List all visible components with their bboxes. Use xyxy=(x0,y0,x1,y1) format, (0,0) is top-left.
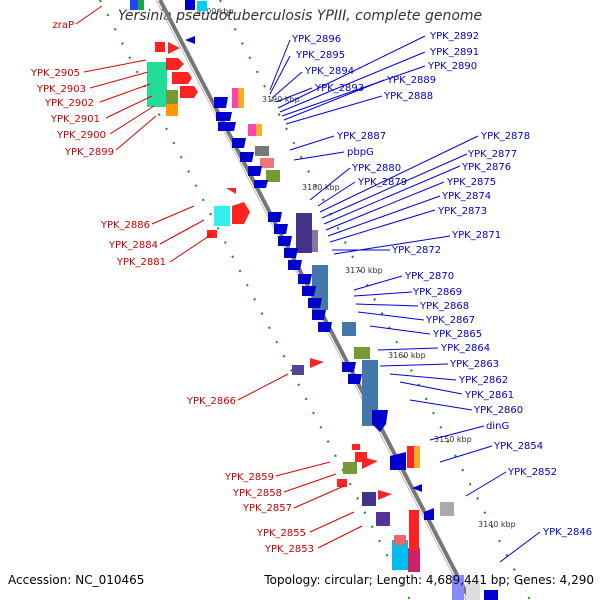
gene-label: YPK_2858 xyxy=(232,488,282,499)
gene-label: YPK_2864 xyxy=(440,343,490,354)
gene-label: YPK_2857 xyxy=(242,503,292,514)
kbp-label: 3160 kbp xyxy=(388,351,426,360)
forward-features xyxy=(185,0,498,600)
gene-label: YPK_2873 xyxy=(437,206,487,217)
gene-label: YPK_2853 xyxy=(264,544,314,555)
gene-label: YPK_2876 xyxy=(461,162,511,173)
gene-label: YPK_2899 xyxy=(64,147,114,158)
gene-label: YPK_2879 xyxy=(357,177,407,188)
gene-label: YPK_2863 xyxy=(449,359,499,370)
gene-label: YPK_2889 xyxy=(386,75,436,86)
kbp-label: 3200 kbp xyxy=(196,7,234,16)
gene-label: YPK_2888 xyxy=(383,91,433,102)
gene-label: YPK_2871 xyxy=(451,230,501,241)
reverse-leaders xyxy=(75,5,363,549)
gene-label: zraP xyxy=(52,20,74,31)
gene-label: YPK_2891 xyxy=(429,47,479,58)
gene-label: YPK_2860 xyxy=(473,405,523,416)
gene-label: YPK_2846 xyxy=(542,527,592,538)
gene-label: YPK_2852 xyxy=(507,467,557,478)
accession-label: Accession: NC_010465 xyxy=(8,573,145,587)
gene-label: YPK_2861 xyxy=(464,390,514,401)
gene-label: YPK_2893 xyxy=(314,83,364,94)
gene-label: YPK_2878 xyxy=(480,131,530,142)
gene-label: YPK_2854 xyxy=(493,441,543,452)
gene-label: YPK_2866 xyxy=(186,396,236,407)
kbp-label: 3140 kbp xyxy=(478,520,516,529)
reverse-labels: zraP YPK_2905 YPK_2903 YPK_2902 YPK_2901… xyxy=(30,20,314,555)
kbp-label: 3180 kbp xyxy=(302,183,340,192)
gene-label: YPK_2896 xyxy=(291,34,341,45)
gene-label: YPK_2903 xyxy=(36,84,86,95)
gene-label: YPK_2872 xyxy=(391,245,441,256)
gene-label: YPK_2868 xyxy=(419,301,469,312)
kbp-label: 3170 kbp xyxy=(345,266,383,275)
gene-label: YPK_2875 xyxy=(446,177,496,188)
gene-label: YPK_2865 xyxy=(432,329,482,340)
gene-label: YPK_2870 xyxy=(404,271,454,282)
gene-label: YPK_2869 xyxy=(412,287,462,298)
gene-label: YPK_2892 xyxy=(429,31,479,42)
map-title: Yersinia pseudotuberculosis YPIII, compl… xyxy=(117,8,483,24)
genome-summary: Topology: circular; Length: 4,689,441 bp… xyxy=(264,573,594,587)
gene-label: pbpG xyxy=(347,147,374,158)
gene-label: dinG xyxy=(486,421,509,432)
gene-label: YPK_2862 xyxy=(458,375,508,386)
gene-label: YPK_2867 xyxy=(425,315,475,326)
gene-label: YPK_2887 xyxy=(336,131,386,142)
forward-leaders xyxy=(269,35,541,563)
kbp-label: 3150 kbp xyxy=(434,435,472,444)
inner-track xyxy=(219,0,531,600)
gene-label: YPK_2890 xyxy=(427,61,477,72)
kbp-label: 3190 kbp xyxy=(262,95,300,104)
gene-label: YPK_2884 xyxy=(108,240,158,251)
gene-label: YPK_2886 xyxy=(100,220,150,231)
gene-label: YPK_2881 xyxy=(116,257,166,268)
gene-label: YPK_2895 xyxy=(295,50,345,61)
gene-label: YPK_2902 xyxy=(44,98,94,109)
gene-label: YPK_2877 xyxy=(467,149,517,160)
gene-label: YPK_2859 xyxy=(224,472,274,483)
reverse-features xyxy=(130,0,419,550)
kbp-ticks: 3200 kbp 3190 kbp 3180 kbp 3170 kbp 3160… xyxy=(196,7,516,529)
gene-label: YPK_2900 xyxy=(56,130,106,141)
gene-label: YPK_2894 xyxy=(304,66,354,77)
gene-label: YPK_2855 xyxy=(256,528,306,539)
forward-labels: YPK_2896 YPK_2892 YPK_2895 YPK_2891 YPK_… xyxy=(291,31,592,538)
gene-label: YPK_2874 xyxy=(441,191,491,202)
gene-label: YPK_2901 xyxy=(50,114,100,125)
gene-label: YPK_2905 xyxy=(30,68,80,79)
gene-label: YPK_2880 xyxy=(351,163,401,174)
